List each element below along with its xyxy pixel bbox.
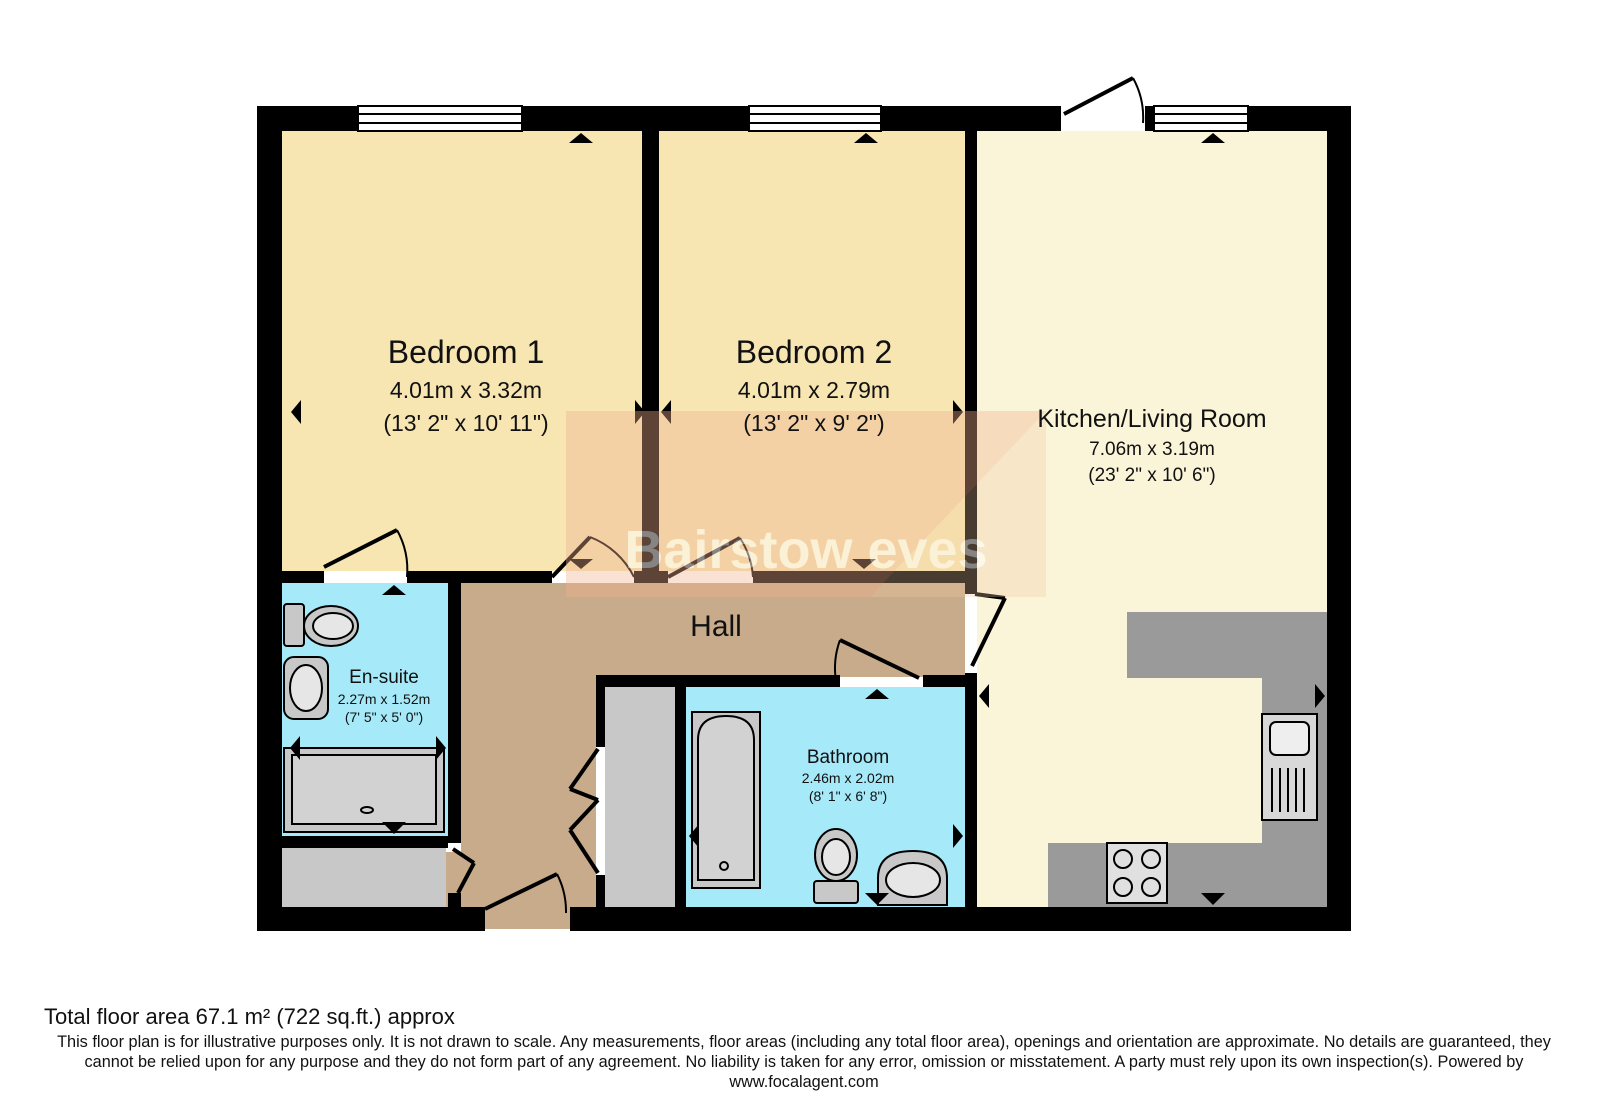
ensuite-basin-icon bbox=[283, 656, 329, 720]
bedroom-1-imperial: (13' 2" x 10' 11") bbox=[383, 410, 548, 436]
measurement-arrows bbox=[290, 133, 1325, 905]
footer: Total floor area 67.1 m² (722 sq.ft.) ap… bbox=[44, 1004, 1564, 1092]
bedroom-1-floor bbox=[282, 131, 650, 571]
storage-cupboard-hall bbox=[605, 687, 675, 907]
en-suite-metric: 2.27m x 1.52m bbox=[338, 691, 431, 707]
watermark-text: Bairstow eves bbox=[624, 520, 987, 580]
bedroom-2-imperial: (13' 2" x 9' 2") bbox=[743, 410, 884, 436]
kitchen-sink-icon bbox=[1261, 713, 1318, 821]
disclaimer: This floor plan is for illustrative purp… bbox=[57, 1033, 1551, 1091]
kitchen-living-imperial: (23' 2" x 10' 6") bbox=[1088, 465, 1215, 486]
en-suite-name: En-suite bbox=[349, 667, 419, 688]
hall-floor-lower bbox=[461, 583, 596, 907]
bedroom-1-metric: 4.01m x 3.32m bbox=[390, 377, 542, 403]
kitchen-living-metric: 7.06m x 3.19m bbox=[1089, 439, 1215, 460]
windows bbox=[357, 105, 1249, 132]
bathroom-imperial: (8' 1" x 6' 8") bbox=[809, 788, 887, 804]
en-suite-imperial: (7' 5" x 5' 0") bbox=[345, 709, 423, 725]
bathroom-name: Bathroom bbox=[807, 747, 889, 768]
bathroom-basin-icon bbox=[877, 849, 948, 906]
bathroom-metric: 2.46m x 2.02m bbox=[802, 770, 895, 786]
storage-cupboard-ensuite bbox=[282, 848, 446, 907]
watermark-logo: Bairstow eves bbox=[566, 411, 1046, 597]
bedroom-1-name: Bedroom 1 bbox=[388, 334, 545, 370]
hall-name: Hall bbox=[690, 610, 742, 643]
bedroom-2-floor bbox=[659, 131, 965, 571]
hob-icon bbox=[1106, 842, 1168, 904]
bath-icon bbox=[691, 711, 761, 889]
door-swings bbox=[323, 76, 1145, 914]
kitchen-living-name: Kitchen/Living Room bbox=[1037, 405, 1266, 433]
bedroom-2-name: Bedroom 2 bbox=[736, 334, 893, 370]
bedroom-2-metric: 4.01m x 2.79m bbox=[738, 377, 890, 403]
front-door-step bbox=[485, 907, 570, 929]
bathroom-toilet-icon bbox=[813, 828, 859, 904]
ensuite-toilet-icon bbox=[283, 603, 359, 647]
shower-tray-icon bbox=[283, 747, 445, 833]
total-floor-area: Total floor area 67.1 m² (722 sq.ft.) ap… bbox=[44, 1004, 455, 1029]
